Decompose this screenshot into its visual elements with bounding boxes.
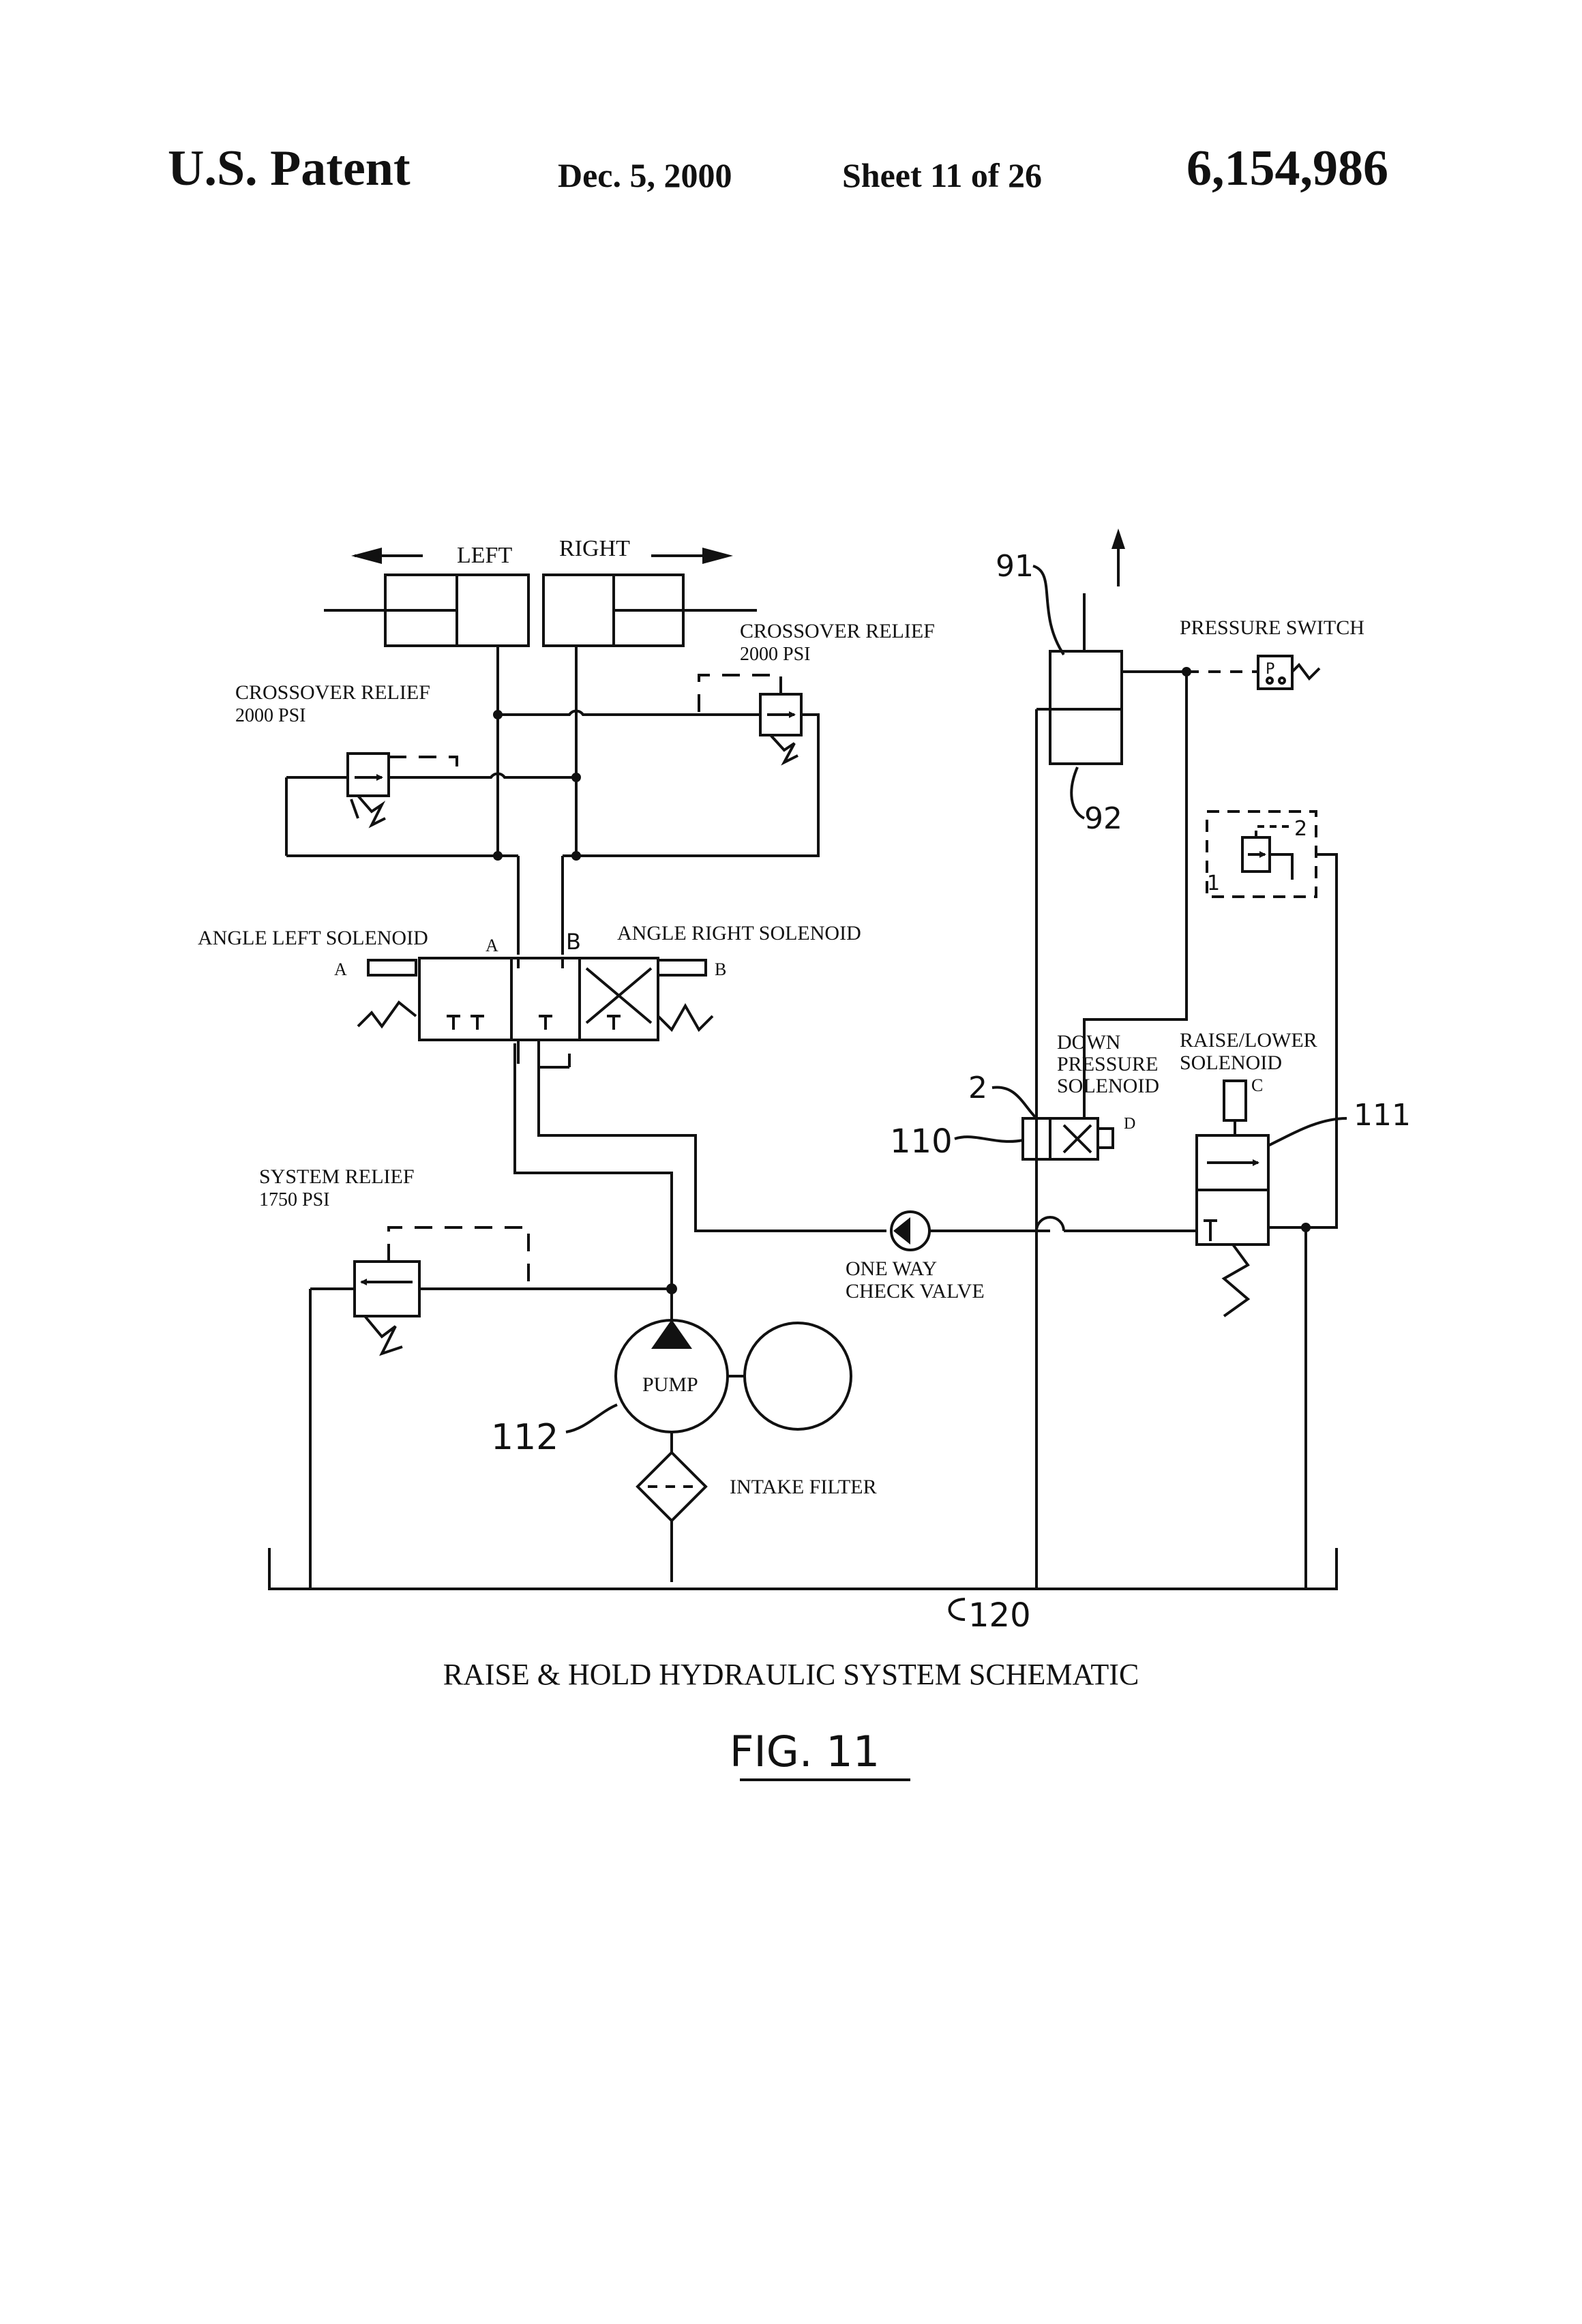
angle-directional-valve [357, 957, 714, 1069]
reservoir [268, 1548, 1338, 1590]
pilot-port-1: 1 [1207, 872, 1220, 895]
angle-right-solenoid-label: ANGLE RIGHT SOLENOID [617, 922, 861, 944]
ref-110-leader [954, 1135, 1024, 1143]
ref-92-leader [1070, 766, 1086, 820]
pump [614, 1289, 852, 1452]
ref-111-leader [1268, 1117, 1347, 1147]
raise-lower-label-2: SOLENOID [1180, 1052, 1282, 1074]
pressure-switch [1186, 655, 1321, 690]
pressure-switch-p: P [1266, 661, 1274, 678]
ref-91-leader [1032, 565, 1065, 656]
crossover-relief-left-label: CROSSOVER RELIEF [235, 681, 430, 704]
port-a-left-label: A [334, 959, 347, 979]
down-pressure-label-1: DOWN [1057, 1031, 1120, 1054]
port-b-right-label: B [715, 959, 726, 979]
port-c-label: C [1251, 1075, 1263, 1095]
patent-date: Dec. 5, 2000 [558, 156, 732, 194]
ref-2-leader [991, 1086, 1038, 1120]
intake-filter [636, 1450, 708, 1582]
patent-title: U.S. Patent [168, 140, 411, 196]
intake-filter-label: INTAKE FILTER [730, 1476, 877, 1498]
patent-number: 6,154,986 [1186, 140, 1388, 196]
crossover-relief-right-psi: 2000 PSI [740, 644, 810, 665]
pressure-lines [513, 1043, 886, 1294]
port-d-label: D [1124, 1115, 1135, 1133]
down-pressure-label-3: SOLENOID [1057, 1075, 1159, 1097]
return-lines [1035, 1159, 1307, 1589]
ref-2: 2 [968, 1071, 987, 1105]
crossover-relief-right-label: CROSSOVER RELIEF [740, 620, 935, 642]
check-valve-label-1: ONE WAY [846, 1257, 937, 1280]
check-valve-label-2: CHECK VALVE [846, 1280, 985, 1302]
system-relief-psi: 1750 PSI [259, 1189, 329, 1210]
system-relief-label: SYSTEM RELIEF [259, 1165, 415, 1188]
one-way-check-valve [890, 1210, 1193, 1251]
pilot-relief-valve [1206, 810, 1338, 1229]
pump-label: PUMP [642, 1373, 698, 1396]
raise-lower-solenoid-valve [1193, 1079, 1311, 1555]
left-label: LEFT [457, 543, 512, 568]
port-b-label: B [566, 929, 581, 955]
ref-111: 111 [1354, 1098, 1411, 1133]
crossover-relief-left-psi: 2000 PSI [235, 705, 305, 726]
pressure-switch-label: PRESSURE SWITCH [1180, 616, 1364, 639]
sheet-number: Sheet 11 of 26 [842, 156, 1043, 194]
ref-112-leader [565, 1403, 618, 1433]
ref-120: 120 [968, 1596, 1031, 1635]
right-label: RIGHT [559, 536, 630, 561]
figure-label: FIG. 11 [730, 1727, 880, 1776]
ref-92: 92 [1084, 801, 1122, 836]
raise-lower-label-1: RAISE/LOWER [1180, 1029, 1317, 1052]
ref-112: 112 [491, 1417, 558, 1458]
ref-110: 110 [890, 1122, 953, 1161]
down-pressure-label-2: PRESSURE [1057, 1053, 1158, 1075]
crossover-lines [285, 646, 820, 955]
system-relief-valve [309, 1226, 672, 1582]
angle-cylinders [324, 573, 757, 647]
crossover-relief-valve-left [346, 752, 458, 829]
diagram-caption: RAISE & HOLD HYDRAULIC SYSTEM SCHEMATIC [443, 1658, 1139, 1691]
crossover-relief-valve-right [698, 674, 803, 766]
direction-arrows [351, 548, 733, 564]
ref-120-leader [948, 1598, 966, 1621]
down-pressure-solenoid-valve [1021, 1117, 1114, 1161]
angle-left-solenoid-label: ANGLE LEFT SOLENOID [198, 927, 428, 949]
port-a-label: A [486, 936, 498, 955]
pilot-port-2: 2 [1294, 817, 1307, 841]
ref-91: 91 [996, 549, 1034, 584]
